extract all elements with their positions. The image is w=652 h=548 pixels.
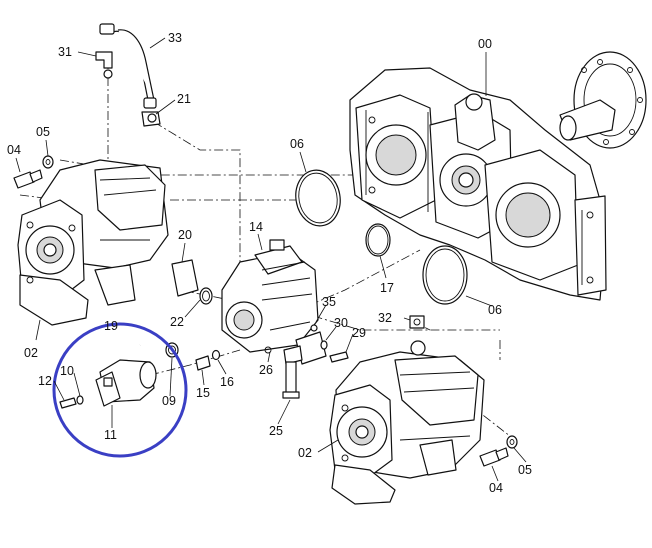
callout-35: 35 xyxy=(322,295,336,309)
highlight-circle xyxy=(52,322,188,458)
elbow-fitting xyxy=(264,331,327,399)
callout-06-right: 06 xyxy=(488,303,502,317)
callout-29: 29 xyxy=(352,326,366,340)
suction-pipe xyxy=(136,259,213,347)
small-fasteners xyxy=(310,315,425,363)
callout-09: 09 xyxy=(162,394,176,408)
callout-04-lower: 04 xyxy=(489,481,503,495)
bolt-washer-lower xyxy=(479,435,518,467)
callout-26: 26 xyxy=(259,363,273,377)
plug-seal xyxy=(195,349,221,371)
callout-19: 19 xyxy=(104,319,118,333)
callout-31: 31 xyxy=(58,45,72,59)
callout-11: 11 xyxy=(104,428,117,442)
callout-14: 14 xyxy=(249,220,263,234)
callout-20: 20 xyxy=(178,228,192,242)
main-pump-lower xyxy=(329,340,485,505)
callout-labels: 00 31 33 21 05 04 06 14 20 22 19 17 06 3… xyxy=(7,31,532,495)
drive-flange xyxy=(559,51,647,149)
callout-21: 21 xyxy=(177,92,191,106)
gearbox-housing xyxy=(349,67,607,301)
callout-10: 10 xyxy=(60,364,74,378)
callout-30: 30 xyxy=(334,316,348,330)
callout-15: 15 xyxy=(196,386,210,400)
callout-05-upper: 05 xyxy=(36,125,50,139)
callout-12: 12 xyxy=(38,374,52,388)
callout-04-upper: 04 xyxy=(7,143,21,157)
callout-22: 22 xyxy=(170,315,184,329)
callout-17: 17 xyxy=(380,281,394,295)
main-pump-upper xyxy=(17,159,169,326)
callout-32: 32 xyxy=(378,311,392,325)
callout-02-upper: 02 xyxy=(24,346,38,360)
callout-05-lower: 05 xyxy=(518,463,532,477)
callout-33: 33 xyxy=(168,31,182,45)
hose-assembly xyxy=(95,23,161,127)
callout-25: 25 xyxy=(269,424,283,438)
callout-02-lower: 02 xyxy=(298,446,312,460)
leader-lines xyxy=(15,37,527,482)
callout-16: 16 xyxy=(220,375,234,389)
callout-06-upper: 06 xyxy=(290,137,304,151)
bolt-washer-upper xyxy=(13,155,54,189)
o-rings xyxy=(295,169,468,305)
gear-pump xyxy=(59,342,179,409)
center-pump xyxy=(221,239,319,353)
callout-00: 00 xyxy=(478,37,492,51)
